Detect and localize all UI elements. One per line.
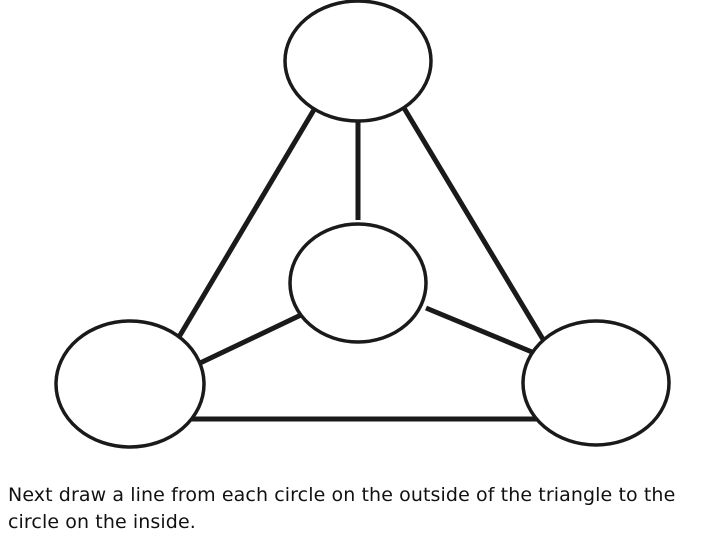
circle-top	[283, 0, 433, 123]
circle-right	[521, 319, 671, 447]
edge-left-center	[196, 311, 305, 367]
edge-top-right	[401, 106, 550, 348]
circle-center	[288, 222, 428, 344]
instruction-text: Next draw a line from each circle on the…	[8, 484, 676, 533]
circle-left	[54, 319, 206, 449]
edge-top-left	[173, 106, 318, 344]
edge-right-center	[425, 305, 533, 355]
